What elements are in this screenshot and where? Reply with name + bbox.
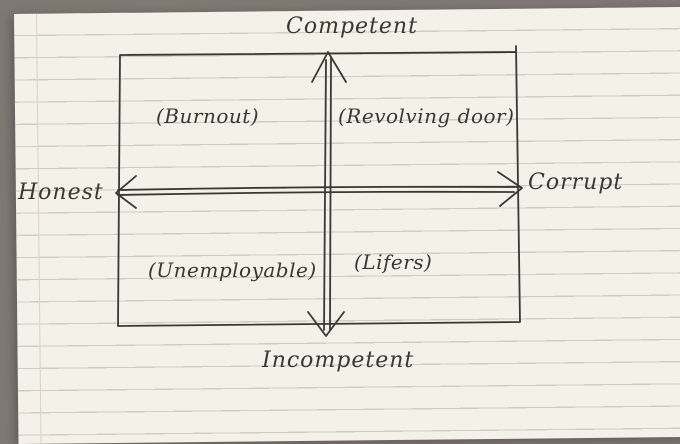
axis-label-bottom: Incompetent: [262, 348, 415, 373]
quadrant-label-bottom-left: (Unemployable): [148, 258, 317, 282]
axis-label-left: Honest: [18, 180, 104, 205]
quadrant-label-top-right: (Revolving door): [338, 104, 515, 128]
left-arrowhead: [115, 175, 137, 209]
vertical-axis: [323, 57, 332, 331]
axis-label-top: Competent: [286, 14, 418, 39]
axis-label-right: Corrupt: [528, 170, 624, 195]
top-arrowhead: [311, 51, 347, 83]
quadrant-label-bottom-right: (Lifers): [354, 250, 433, 274]
right-arrowhead: [497, 171, 523, 207]
horizontal-axis: [117, 185, 521, 196]
bottom-arrowhead: [307, 311, 345, 337]
quadrant-diagram: [115, 45, 523, 337]
quadrant-label-top-left: (Burnout): [156, 104, 260, 128]
